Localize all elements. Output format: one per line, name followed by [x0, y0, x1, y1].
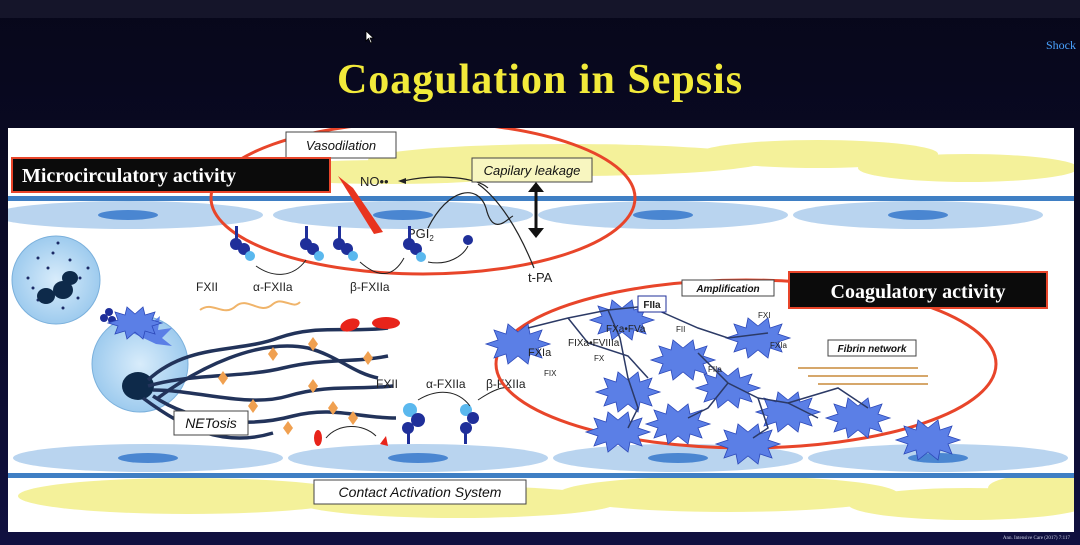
- red-cells: [314, 317, 400, 446]
- coagulatory-label: Coagulatory activity: [831, 281, 1006, 303]
- fxii-mid-label: FXII: [376, 377, 398, 391]
- receptor-group-top: [230, 226, 473, 262]
- fiia-box: FIIa: [637, 295, 667, 313]
- contact-activation-box: Contact Activation System: [313, 479, 527, 505]
- slide-title: Coagulation in Sepsis: [336, 57, 744, 103]
- b-fxiia-mid-label: β-FXIIa: [486, 377, 526, 391]
- orange-fibrin-strand: [199, 300, 301, 312]
- fibrin-network-box: Fibrin network: [827, 339, 917, 357]
- fix-label: FIX: [544, 369, 557, 378]
- fxia-right-label: FXIa: [770, 341, 787, 350]
- pgi2-label: PGI2: [407, 226, 434, 243]
- pgi2-curve: [427, 192, 514, 229]
- a-fxiia-top-label: α-FXIIa: [253, 280, 293, 294]
- amplification-label: Amplification: [695, 284, 759, 295]
- fixa-fviiia-label: FIXa•FVIIIa: [568, 338, 620, 349]
- fibrin-lines-orange: [798, 367, 928, 385]
- contact-activation-label: Contact Activation System: [339, 484, 502, 500]
- receptor-group-mid: [402, 403, 479, 444]
- microcirculatory-label-box: Microcirculatory activity: [11, 157, 331, 193]
- vessel-wall-top: [8, 196, 1074, 229]
- fii-label: FII: [676, 325, 685, 334]
- coagulatory-label-box: Coagulatory activity: [788, 271, 1048, 309]
- vasodilation-box: Vasodilation: [285, 131, 397, 159]
- shock-link[interactable]: Shock: [1046, 38, 1076, 52]
- netosis-label: NETosis: [185, 415, 237, 431]
- microcirculatory-ellipse: [209, 128, 637, 276]
- tpa-label: t-PA: [528, 270, 553, 285]
- microcirculatory-label: Microcirculatory activity: [22, 165, 236, 187]
- plasma-bottom: [18, 474, 1074, 520]
- vasodilation-label: Vasodilation: [306, 138, 376, 153]
- coagulation-diagram: Vasodilation Microcirculatory activity N…: [8, 128, 1074, 532]
- net-histone-beads: [218, 337, 373, 435]
- fibrin-network-label: Fibrin network: [838, 344, 907, 355]
- capillary-leakage-label: Capilary leakage: [484, 163, 581, 178]
- mouse-cursor-icon: [365, 30, 375, 44]
- no-flame-icon: [338, 176, 383, 234]
- fxii-top-label: FXII: [196, 280, 218, 294]
- no-arrow: [402, 176, 489, 189]
- fxi-label: FXI: [758, 311, 770, 320]
- neutrophil-cell: [11, 235, 101, 325]
- fx-label: FX: [594, 354, 605, 363]
- b-fxiia-top-label: β-FXIIa: [350, 280, 390, 294]
- netosis-box: NETosis: [173, 410, 249, 436]
- diagram-canvas: Vasodilation Microcirculatory activity N…: [8, 128, 1074, 520]
- amplification-box: Amplification: [681, 279, 775, 297]
- no-label: NO••: [360, 174, 389, 189]
- leakage-double-arrow: [528, 182, 544, 238]
- activated-platelets: [106, 299, 962, 465]
- fibrin-mesh: [527, 305, 869, 439]
- fiia-box-label: FIIa: [643, 300, 661, 311]
- tpa-curve: [477, 183, 535, 269]
- a-fxiia-mid-label: α-FXIIa: [426, 377, 466, 391]
- fiia-lower-label: FIIa: [708, 365, 722, 374]
- capillary-leakage-box: Capilary leakage: [471, 157, 593, 183]
- fxia-label: FXIa: [528, 347, 552, 359]
- window-top-bar: [0, 0, 1080, 18]
- fxa-fva-label: FXa•FVa: [606, 324, 646, 335]
- citation: Ann. Intensive Care (2017) 7:117: [1002, 536, 1070, 541]
